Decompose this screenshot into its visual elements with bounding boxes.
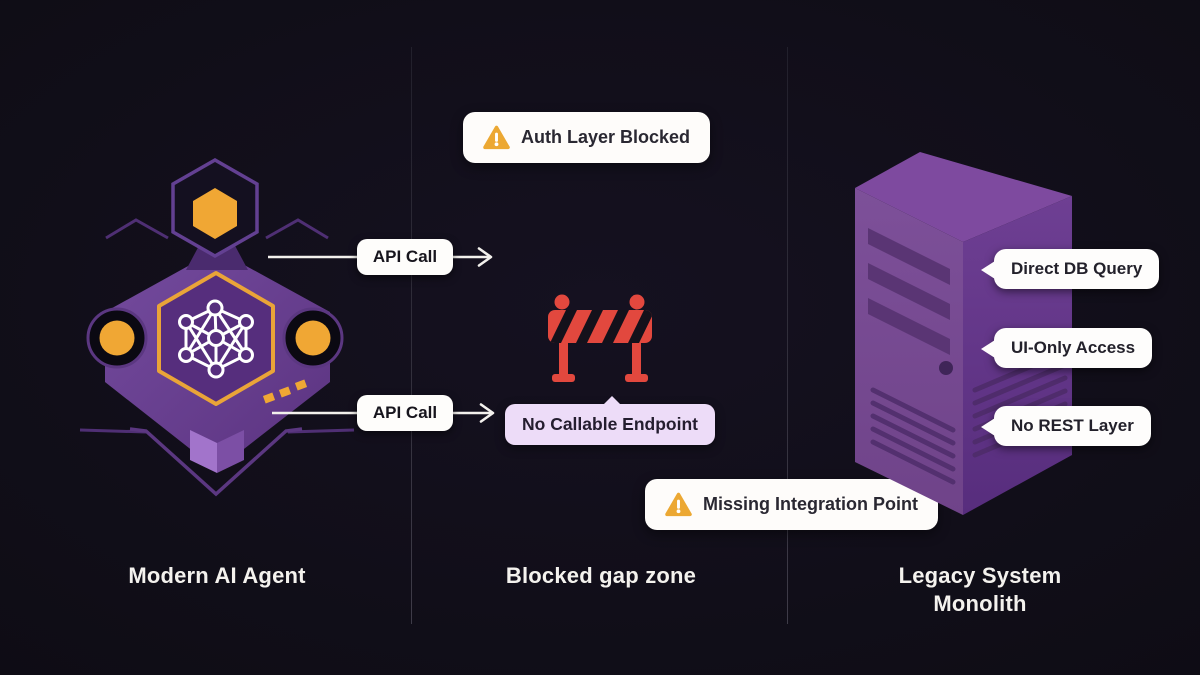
callout-no-rest-layer: No REST Layer — [981, 406, 1151, 446]
orange-dots — [262, 379, 308, 404]
zone-divider-right — [787, 47, 788, 624]
zone-title-agent: Modern AI Agent — [128, 563, 306, 588]
side-port-left — [86, 307, 148, 369]
orange-circle-right — [295, 320, 331, 356]
callout-ui-only-access-label: UI-Only Access — [1011, 338, 1136, 357]
zone-title-gap: Blocked gap zone — [505, 563, 697, 588]
ai-agent-illustration — [79, 157, 355, 497]
api-call-pill-top: API Call — [357, 239, 453, 275]
barrier-icon — [548, 294, 652, 382]
auth-blocked-label: Auth Layer Blocked — [521, 127, 691, 147]
side-port-right — [282, 307, 344, 369]
auth-blocked-badge: Auth Layer Blocked — [463, 112, 711, 163]
warning-icon — [483, 125, 510, 150]
top-orange-hexagon — [193, 188, 237, 239]
missing-integration-badge: Missing Integration Point — [645, 479, 938, 530]
api-call-label-top: API Call — [372, 247, 438, 266]
api-call-label-bottom: API Call — [372, 403, 438, 422]
warning-icon — [665, 492, 692, 517]
server-top-face — [855, 152, 1072, 242]
server-button — [939, 361, 953, 375]
callout-no-rest-layer-label: No REST Layer — [1011, 416, 1134, 435]
bottom-cube — [190, 430, 244, 473]
server-slats — [868, 228, 950, 355]
no-callable-endpoint-label: No Callable Endpoint — [522, 414, 698, 434]
zone-divider-left — [411, 47, 412, 624]
missing-integration-label: Missing Integration Point — [703, 494, 918, 514]
top-hexagon — [171, 157, 259, 259]
orange-circle-left — [99, 320, 135, 356]
neural-network-icon — [178, 299, 254, 379]
callout-direct-db-query-label: Direct DB Query — [1011, 259, 1143, 278]
callout-ui-only-access: UI-Only Access — [980, 328, 1153, 368]
callout-direct-db-query: Direct DB Query — [980, 249, 1160, 289]
server-front-vents — [870, 387, 956, 485]
api-call-pill-bottom: API Call — [357, 395, 453, 431]
hex-deco-outlines — [79, 218, 355, 434]
bottom-chevron-outline — [129, 427, 303, 497]
no-callable-endpoint-badge: No Callable Endpoint — [505, 396, 715, 445]
zone-title-legacy: Legacy System Monolith — [898, 563, 1062, 616]
